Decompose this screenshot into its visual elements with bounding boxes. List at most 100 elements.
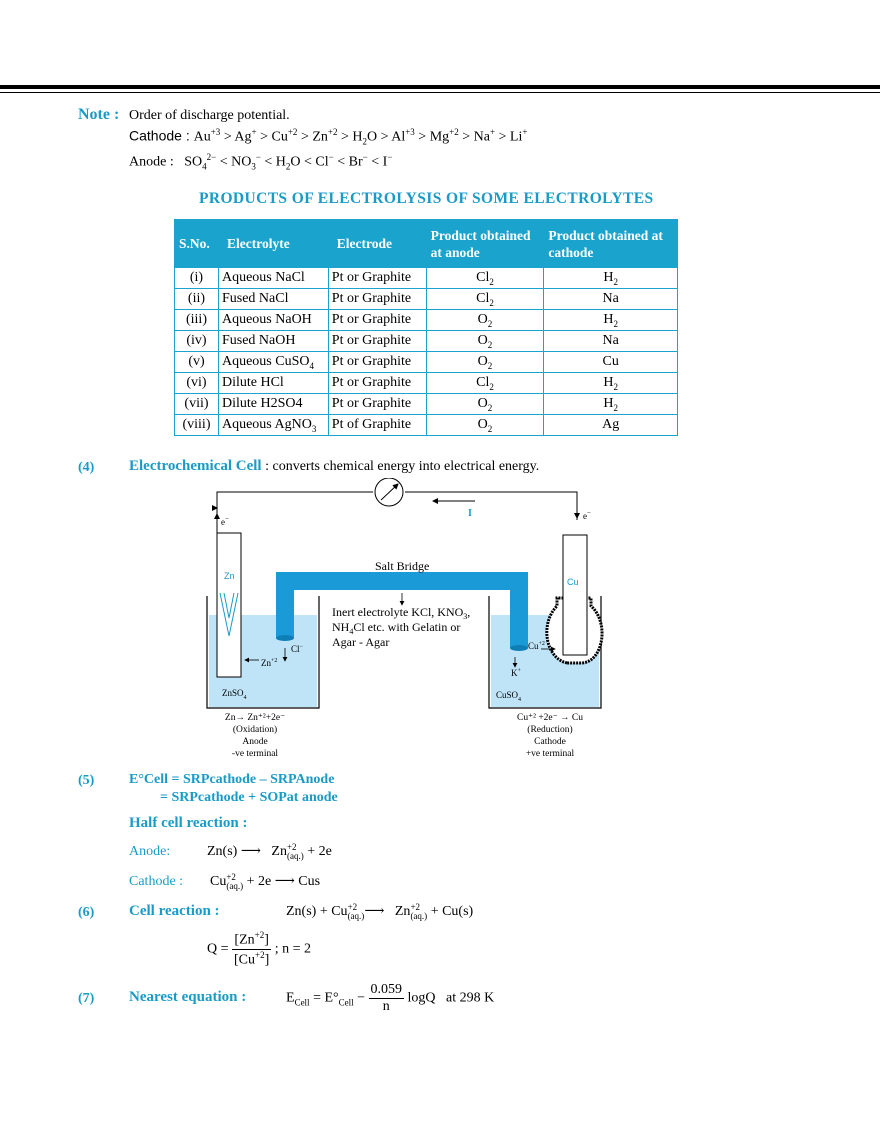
svg-text:Anode: Anode [242, 737, 267, 747]
table-cell: Cl2 [425, 288, 545, 310]
cathode-order: Cathode : Au+3 > Ag+ > Cu+2 > Zn+2 > H2O… [129, 127, 528, 147]
half-cell-title: Half cell reaction : [129, 815, 248, 831]
header-electrolyte: Electrolyte [217, 219, 329, 268]
zn-label: Zn [224, 571, 235, 581]
cell-reaction-title: Cell reaction : [129, 903, 220, 919]
current-label: I [468, 508, 472, 519]
table-cell: (ii) [174, 288, 219, 310]
table-cell: Pt or Graphite [327, 288, 427, 310]
table-cell: Cl2 [425, 267, 545, 289]
table-cell: (i) [174, 267, 219, 289]
section4-title: Electrochemical Cell [129, 458, 262, 474]
n-value: ; n = 2 [274, 941, 312, 957]
table-cell: H2 [543, 393, 678, 415]
cu-ion-label: Cu+2 [528, 641, 545, 651]
table-cell: (iii) [174, 309, 219, 331]
table-cell: Cl2 [425, 372, 545, 394]
section4-heading: Electrochemical Cell : converts chemical… [129, 458, 539, 475]
table-cell: (v) [174, 351, 219, 373]
right-caption: Cu⁺² +2e⁻ → Cu (Reduction) Cathode +ve t… [517, 713, 583, 759]
table-cell: O2 [425, 414, 545, 436]
table-cell: Pt or Graphite [327, 267, 427, 289]
table-cell: O2 [425, 309, 545, 331]
electron-label-right: e− [583, 509, 591, 521]
section6-num: (6) [78, 905, 95, 920]
left-caption: Zn→ Zn⁺²+2e⁻ (Oxidation) Anode -ve termi… [225, 713, 285, 759]
salt-bridge [276, 572, 528, 648]
salt-bridge-label: Salt Bridge [375, 559, 429, 573]
cathode-prefix: Cathode : [129, 127, 194, 144]
svg-text:+ve terminal: +ve terminal [526, 749, 575, 759]
svg-text:-ve terminal: -ve terminal [232, 749, 279, 759]
table-cell: Aqueous NaOH [217, 309, 329, 331]
q-expression: Q = [Zn+2][Cu+2] ; n = 2 [207, 930, 312, 968]
cl-ion-label: Cl− [291, 644, 304, 654]
wire-left [216, 491, 373, 533]
table-cell: Ag [543, 414, 678, 436]
table-cell: (vi) [174, 372, 219, 394]
cu-electrode [562, 534, 588, 656]
note-line1: Order of discharge potential. [129, 108, 290, 123]
table-cell: O2 [425, 330, 545, 352]
cu-label: Cu [567, 577, 579, 587]
top-rule-thick [0, 85, 880, 89]
svg-text:(Oxidation): (Oxidation) [233, 724, 277, 735]
anode-reaction: Zn(s) ⟶ Zn+2(aq.) + 2e [207, 842, 332, 861]
table-cell: Pt or Graphite [327, 330, 427, 352]
znso4-label: ZnSO4 [222, 688, 247, 701]
table-cell: H2 [543, 372, 678, 394]
zn-electrode [216, 532, 242, 678]
table-cell: O2 [425, 351, 545, 373]
table-cell: Pt or Graphite [327, 372, 427, 394]
left-beaker [206, 596, 320, 709]
k-ion-label: K+ [511, 668, 522, 678]
table-cell: (vii) [174, 393, 219, 415]
table-cell: Pt or Graphite [327, 393, 427, 415]
table-cell: (viii) [174, 414, 219, 436]
anode-prefix: Anode : [129, 154, 178, 170]
table-cell: O2 [425, 393, 545, 415]
table-cell: (iv) [174, 330, 219, 352]
table-cell: H2 [543, 267, 678, 289]
inert-line3: Agar - Agar [332, 635, 389, 649]
table-cell: H2 [543, 309, 678, 331]
header-cathode-product: Product obtained at cathode [543, 219, 678, 268]
table-cell: Pt or Graphite [327, 309, 427, 331]
table-cell: Aqueous CuSO4 [217, 351, 329, 373]
table-cell: Na [543, 330, 678, 352]
svg-text:Cathode: Cathode [534, 737, 566, 747]
cathode-reaction: Cu+2(aq.) + 2e ⟶ Cus [210, 872, 321, 891]
svg-text:Cu⁺² +2e⁻ → Cu: Cu⁺² +2e⁻ → Cu [517, 713, 583, 723]
table-cell: Fused NaOH [217, 330, 329, 352]
wire-right [405, 491, 578, 520]
top-rule-thin [0, 92, 880, 93]
table-cell: Dilute HCl [217, 372, 329, 394]
cathode-label: Cathode : [129, 874, 184, 889]
nernst-title: Nearest equation : [129, 989, 247, 1005]
table-cell: Aqueous NaCl [217, 267, 329, 289]
svg-text:Zn→ Zn⁺²+2e⁻: Zn→ Zn⁺²+2e⁻ [225, 713, 285, 723]
section5-num: (5) [78, 773, 95, 788]
table-cell: Aqueous AgNO3 [217, 414, 329, 436]
table-cell: Dilute H2SO4 [217, 393, 329, 415]
ecell-line1: E°Cell = SRPcathode – SRPAnode [129, 772, 335, 787]
section7-num: (7) [78, 991, 95, 1006]
section4-num: (4) [78, 460, 95, 475]
zn-ion-label: Zn+2 [261, 658, 277, 668]
section4-desc: : converts chemical energy into electric… [261, 459, 540, 474]
header-electrode: Electrode [327, 219, 427, 268]
ecell-line2: = SRPcathode + SOPat anode [160, 790, 338, 805]
electrolysis-table: S.No. Electrolyte Electrode Product obta… [174, 219, 678, 436]
header-sno: S.No. [174, 219, 219, 268]
inert-line1: Inert electrolyte KCl, KNO3, [332, 605, 470, 621]
table-title: PRODUCTS OF ELECTROLYSIS OF SOME ELECTRO… [199, 190, 654, 207]
cuso4-label: CuSO4 [496, 690, 521, 703]
